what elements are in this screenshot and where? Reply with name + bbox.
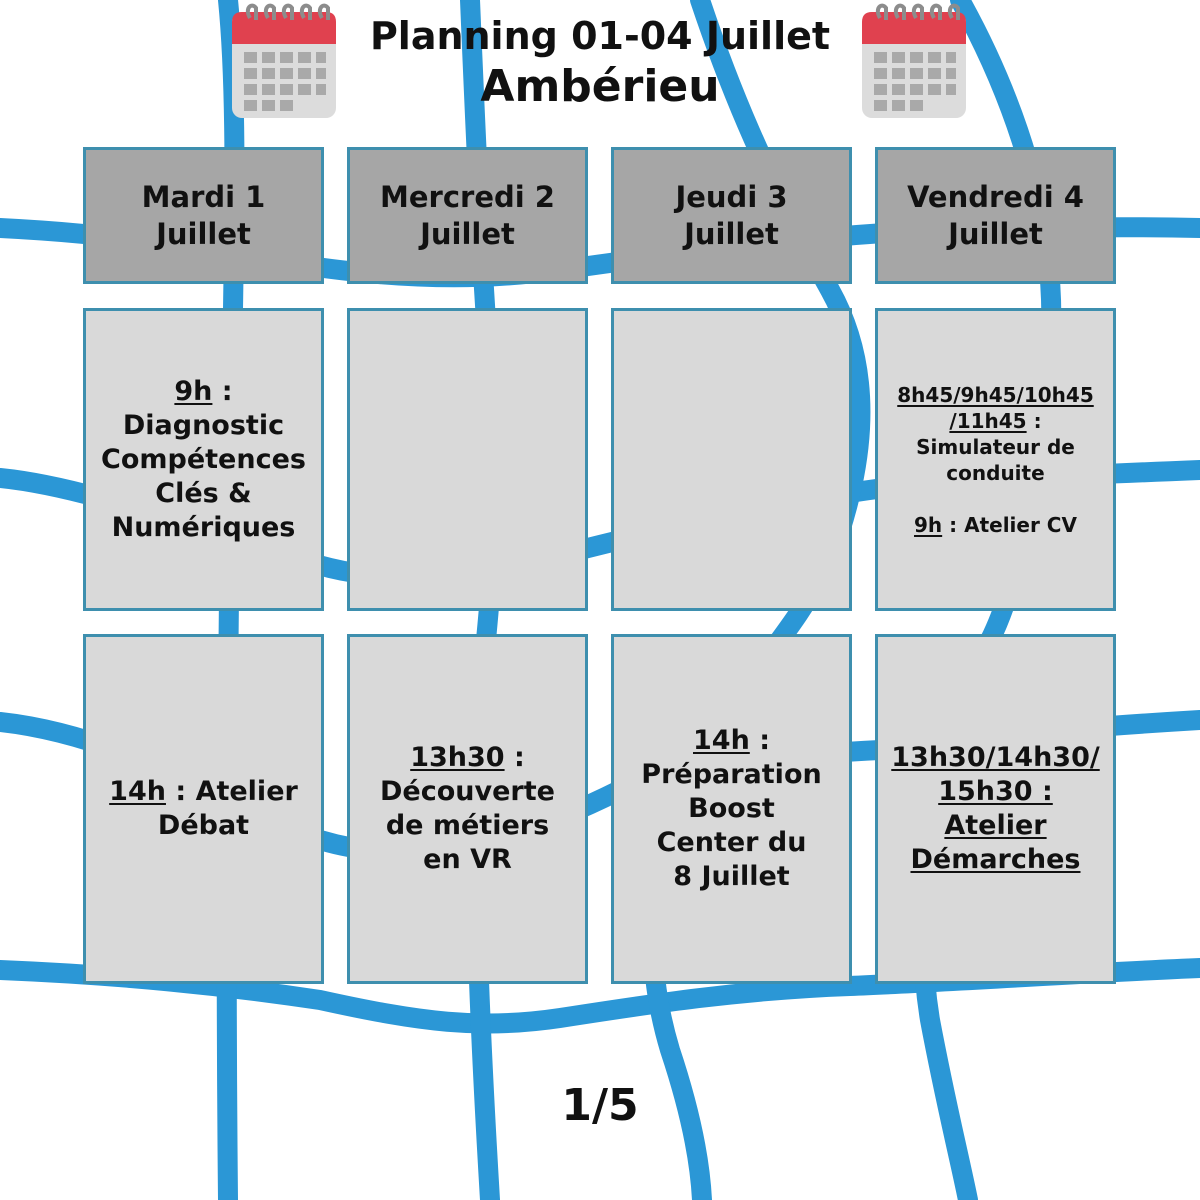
day-header-line: Mardi 1: [141, 179, 266, 214]
calendar-icon: [232, 3, 336, 118]
event-line: 15h30 : Atelier: [938, 776, 1053, 841]
event-text: 13h30 : Découverte de métiers en VR: [366, 741, 569, 877]
event-sep: :: [1026, 408, 1042, 433]
day-header-line: Juillet: [420, 216, 515, 251]
event-line: Compétences: [101, 443, 306, 475]
page-header: Planning 01-04 Juillet Ambérieu: [300, 12, 900, 114]
event-line: Préparation: [641, 759, 822, 790]
event-time: 14h: [109, 776, 166, 807]
afternoon-cell-thursday: 14h : Préparation Boost Center du 8 Juil…: [611, 634, 852, 984]
event-time: 13h30: [410, 742, 505, 773]
day-header-line: Juillet: [948, 216, 1043, 251]
afternoon-cell-tuesday: 14h : Atelier Débat: [83, 634, 324, 984]
event-text: 13h30/14h30/ 15h30 : Atelier Démarches: [877, 741, 1113, 877]
calendar-icon: [862, 3, 966, 118]
day-header-line: Vendredi 4: [907, 179, 1084, 214]
page-indicator: 1/5: [561, 1080, 639, 1131]
event-line: en VR: [423, 844, 512, 875]
event-sep: : Atelier: [165, 776, 298, 807]
event-text: 9h : Diagnostic Compétences Clés & Numér…: [87, 375, 320, 545]
day-header-line: Mercredi 2: [380, 179, 555, 214]
event-line: Numériques: [111, 511, 296, 543]
event-text: 8h45/9h45/10h45 /11h45 : Simulateur de c…: [883, 382, 1107, 538]
day-header-line: Juillet: [156, 216, 251, 251]
event-line: Débat: [157, 810, 250, 841]
page-title: Planning 01-04 Juillet: [369, 14, 831, 58]
event-time: /11h45: [949, 408, 1027, 433]
event-line: Découverte: [380, 776, 555, 807]
event-line: Boost: [688, 793, 775, 824]
event-time: 9h: [174, 375, 213, 407]
morning-cell-wednesday: [347, 308, 588, 611]
event-line: 8 Juillet: [673, 861, 790, 892]
event-sep: :: [212, 375, 233, 407]
day-header-line: Jeudi 3: [675, 179, 788, 214]
event-time: 9h: [914, 512, 943, 537]
event-sep: :: [749, 725, 770, 756]
day-header-line: Juillet: [684, 216, 779, 251]
page-subtitle: Ambérieu: [480, 61, 720, 112]
afternoon-cell-friday: 13h30/14h30/ 15h30 : Atelier Démarches: [875, 634, 1116, 984]
event-time: 8h45/9h45/10h45: [897, 382, 1094, 407]
event-sep: :: [504, 742, 525, 773]
event-text: 14h : Atelier Débat: [95, 775, 312, 843]
morning-cell-thursday: [611, 308, 852, 611]
event-text: 14h : Préparation Boost Center du 8 Juil…: [627, 724, 835, 894]
morning-cell-tuesday: 9h : Diagnostic Compétences Clés & Numér…: [83, 308, 324, 611]
event-line: Clés &: [155, 477, 252, 509]
event-line: de métiers: [385, 810, 550, 841]
event-line: Center du: [656, 827, 807, 858]
event-line: Démarches: [910, 844, 1081, 875]
event-line: 13h30/14h30/: [891, 742, 1100, 773]
event-sep: : Atelier CV: [942, 512, 1077, 537]
afternoon-cell-wednesday: 13h30 : Découverte de métiers en VR: [347, 634, 588, 984]
event-line: conduite: [946, 460, 1045, 485]
event-time: 14h: [693, 725, 750, 756]
morning-cell-friday: 8h45/9h45/10h45 /11h45 : Simulateur de c…: [875, 308, 1116, 611]
event-line: Simulateur de: [916, 434, 1075, 459]
event-line: Diagnostic: [122, 409, 285, 441]
